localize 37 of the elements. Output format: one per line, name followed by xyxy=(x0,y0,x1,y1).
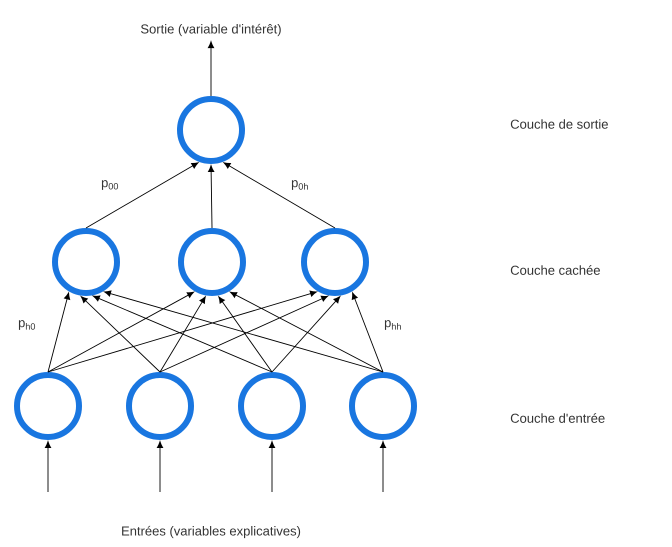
arrow xyxy=(272,296,340,372)
weight-label: p$_{hh}$ xyxy=(383,319,403,331)
arrow xyxy=(44,441,52,492)
weight-label: p$_{0h}$ xyxy=(290,179,310,191)
weight-label: p$_{00}$ xyxy=(100,179,120,191)
arrow xyxy=(104,290,384,372)
arrow xyxy=(48,292,194,372)
arrow xyxy=(160,296,206,372)
weight-label: p$_{h0}$ xyxy=(17,319,37,331)
neuron-circle xyxy=(177,96,245,164)
layer-label: Couche d'entrée xyxy=(510,413,605,423)
neuron-circle xyxy=(178,228,246,296)
arrow xyxy=(380,441,386,492)
arrow xyxy=(268,441,276,492)
neuron-circle xyxy=(349,372,417,440)
arrow xyxy=(208,41,214,96)
arrow xyxy=(208,165,214,228)
arrow xyxy=(352,292,384,372)
arrow xyxy=(92,296,272,372)
layer-label: Couche de sortie xyxy=(510,119,608,129)
neuron-circle xyxy=(238,372,306,440)
arrow xyxy=(48,290,317,372)
output-label: Sortie (variable d'intérêt) xyxy=(141,24,281,36)
arrow xyxy=(160,296,328,372)
arrow xyxy=(218,296,272,372)
arrow xyxy=(156,441,164,492)
neuron-circle xyxy=(126,372,194,440)
neuron-circle xyxy=(52,228,120,296)
arrow xyxy=(86,162,198,228)
neuron-circle xyxy=(301,228,369,296)
layer-label: Couche cachée xyxy=(510,265,600,275)
neuron-circle xyxy=(14,372,82,440)
arrow xyxy=(230,292,384,372)
arrow xyxy=(48,292,70,372)
arrow xyxy=(224,162,336,228)
caption: Entrées (variables explicatives) xyxy=(122,526,300,538)
arrow xyxy=(80,296,160,372)
